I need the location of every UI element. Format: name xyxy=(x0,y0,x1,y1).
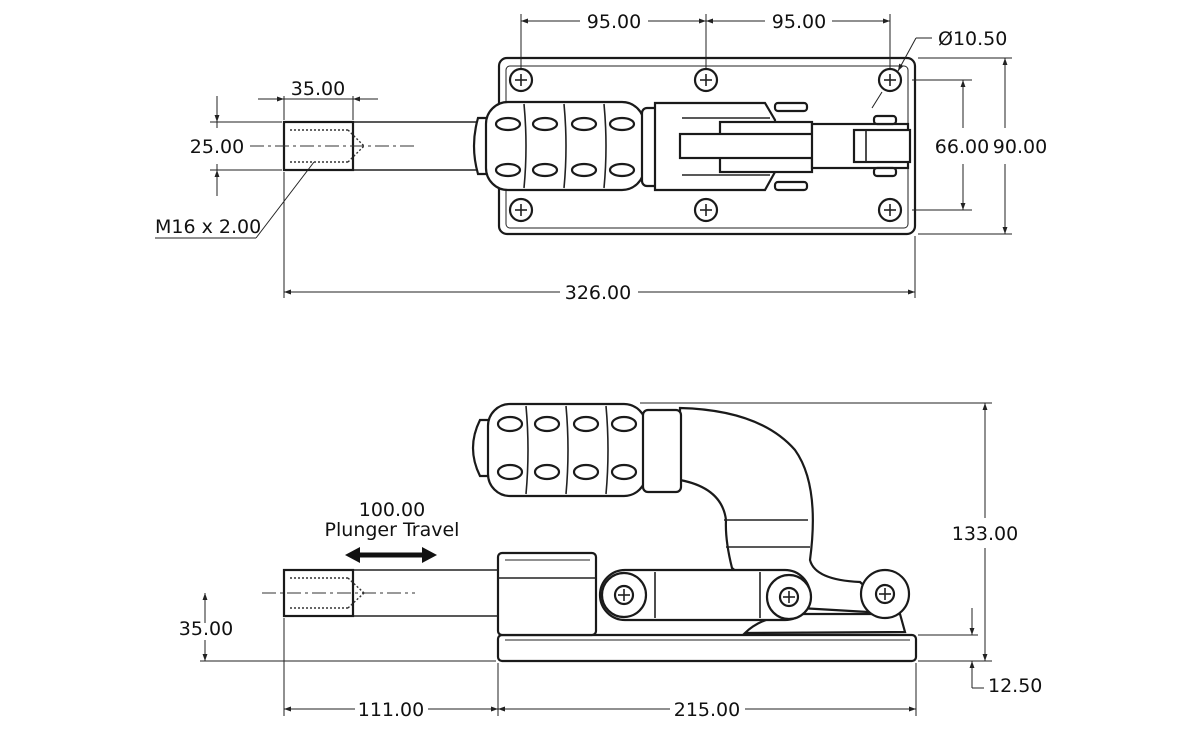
hole-spacing-vertical-label: 66.00 xyxy=(935,136,989,158)
mounting-hole xyxy=(693,67,719,93)
mounting-hole xyxy=(693,197,719,223)
dim-thread-spec: M16 x 2.00 xyxy=(155,161,315,239)
thread-spec-label: M16 x 2.00 xyxy=(155,216,261,238)
lower-link xyxy=(598,568,911,622)
mounting-hole xyxy=(877,197,903,223)
base-plate-side xyxy=(496,633,918,663)
plunger-height-label: 35.00 xyxy=(179,618,233,640)
overall-height-label: 133.00 xyxy=(952,523,1018,545)
mounting-hole xyxy=(877,67,903,93)
hole-diameter-label: Ø10.50 xyxy=(938,28,1007,50)
dim-thread-diameter: 25.00 xyxy=(190,96,282,196)
dim-vertical-spacing: 66.00 90.00 xyxy=(912,57,1047,235)
thread-diameter-label: 25.00 xyxy=(190,136,244,158)
dim-plunger-height: 35.00 xyxy=(179,593,496,662)
travel-arrow-left-icon xyxy=(345,547,360,563)
side-view: 100.00 Plunger Travel 35.00 133.00 12.50 xyxy=(179,402,1042,721)
overall-length-label: 326.00 xyxy=(565,282,631,304)
plunger-extension-label: 111.00 xyxy=(358,699,424,721)
mounting-hole xyxy=(508,197,534,223)
dim-overall-height: 133.00 12.50 xyxy=(640,402,1042,697)
base-width-label: 90.00 xyxy=(993,136,1047,158)
plunger-travel: 100.00 Plunger Travel xyxy=(325,499,460,563)
top-view: 95.00 95.00 Ø10.50 35.00 25.00 xyxy=(155,11,1047,304)
plunger-housing xyxy=(496,551,598,637)
dim-overall-length: 326.00 xyxy=(283,172,916,304)
handle-side xyxy=(471,402,683,498)
mounting-hole xyxy=(508,67,534,93)
plunger-top xyxy=(250,120,478,172)
dim-bottom-lengths: 111.00 215.00 xyxy=(283,618,917,721)
dim-thread-length: 35.00 xyxy=(258,78,378,120)
dim-hole-diameter: Ø10.50 xyxy=(871,28,1007,109)
thread-length-label: 35.00 xyxy=(291,78,345,100)
plunger-side xyxy=(262,568,498,618)
dim-hole-pitch-left: 95.00 xyxy=(587,11,641,33)
mounting-holes xyxy=(508,67,903,223)
base-thickness-label: 12.50 xyxy=(988,675,1042,697)
base-length-label: 215.00 xyxy=(674,699,740,721)
travel-arrow-right-icon xyxy=(422,547,437,563)
handle-top xyxy=(472,100,684,192)
linkage-top xyxy=(653,101,912,192)
dim-hole-pitch: 95.00 95.00 xyxy=(520,11,891,68)
travel-caption-label: Plunger Travel xyxy=(325,519,460,541)
dim-hole-pitch-right: 95.00 xyxy=(772,11,826,33)
travel-value-label: 100.00 xyxy=(359,499,425,521)
